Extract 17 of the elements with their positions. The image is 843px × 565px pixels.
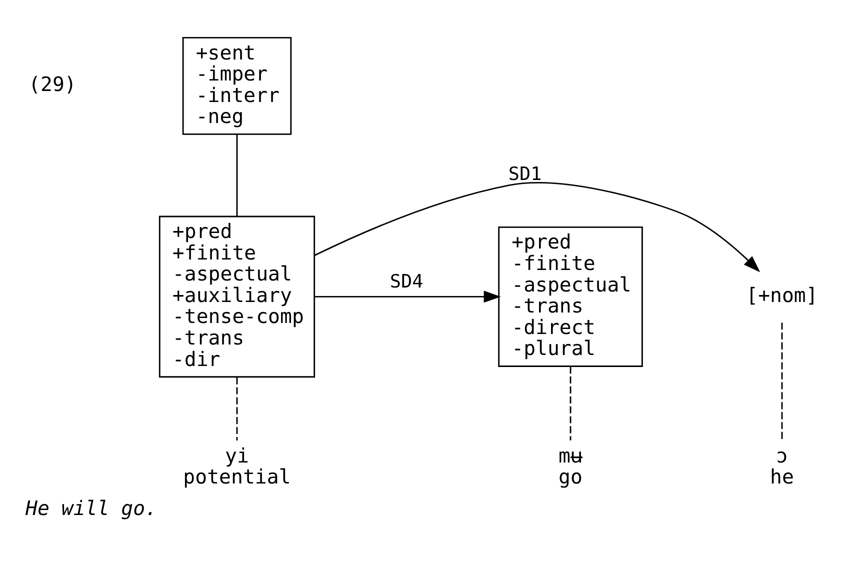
- edge-label: SD4: [390, 271, 424, 292]
- caption: He will go.: [26, 496, 158, 520]
- node-box: +sent -imper -interr -neg: [182, 36, 292, 135]
- node-text: ɔ he: [770, 444, 794, 489]
- node-text: yi potential: [183, 444, 291, 489]
- node-text: [+nom]: [746, 284, 818, 307]
- node-box: +pred -finite -aspectual -trans -direct -plural: [498, 226, 643, 367]
- connector: [236, 134, 238, 216]
- arrow: [314, 182, 760, 272]
- edge-label: SD1: [508, 164, 542, 186]
- node-text: mʉ go: [558, 444, 582, 489]
- label: (29): [28, 73, 76, 96]
- connector: [236, 377, 238, 440]
- connector: [570, 366, 572, 440]
- arrow: [314, 290, 501, 303]
- node-box: +pred +finite -aspectual +auxiliary -tense-comp -trans -dir: [158, 216, 316, 378]
- connector: [781, 322, 783, 441]
